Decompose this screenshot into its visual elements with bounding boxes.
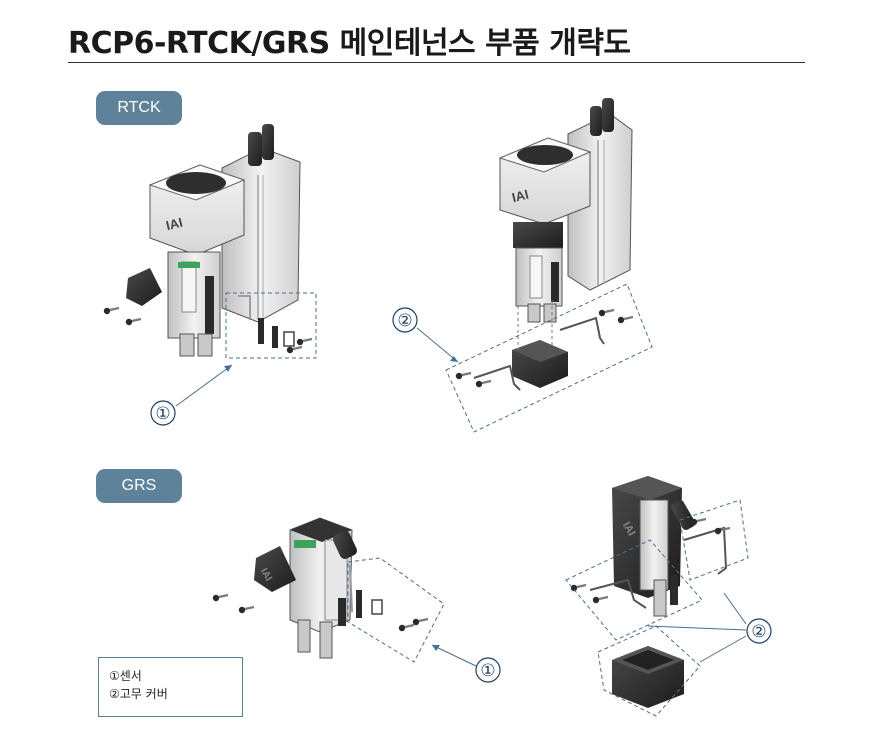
legend-item-rubber-cover: ②고무 커버 [109,687,168,701]
legend-box: ①센서 ②고무 커버 [98,657,243,717]
callout-sensor-grs: ① [480,661,495,681]
grs-badge: GRS [96,469,182,503]
rtck-right-actuator: IAI [498,98,633,323]
rtck-left-actuator: IAI [102,124,314,357]
sensor-dashed-box-grs [347,557,445,663]
callout-rubber-rtck: ② [397,311,412,331]
callout-rubber-grs: ② [751,622,766,642]
rubber-dashed-box-grs-right [679,499,749,581]
grs-left-actuator: IAI [211,517,430,659]
page-title: RCP6-RTCK/GRS 메인테넌스 부품 개략도 [68,26,631,61]
rubber-cover-grs [612,646,684,708]
rubber-dashed-box-rtck [445,283,653,433]
rubber-cover-rtck [512,340,568,388]
title-underline [68,62,805,63]
sensor-dashed-box-rtck [225,292,317,359]
iai-logo-right-rtck: IAI [510,187,530,206]
legend-item-sensor: ①센서 [109,669,142,683]
rubber-dashed-box-grs-bottom [597,625,701,717]
iai-logo-left-rtck: IAI [164,215,184,234]
rtck-badge: RTCK [96,91,182,125]
callout-sensor-rtck: ① [155,404,170,424]
